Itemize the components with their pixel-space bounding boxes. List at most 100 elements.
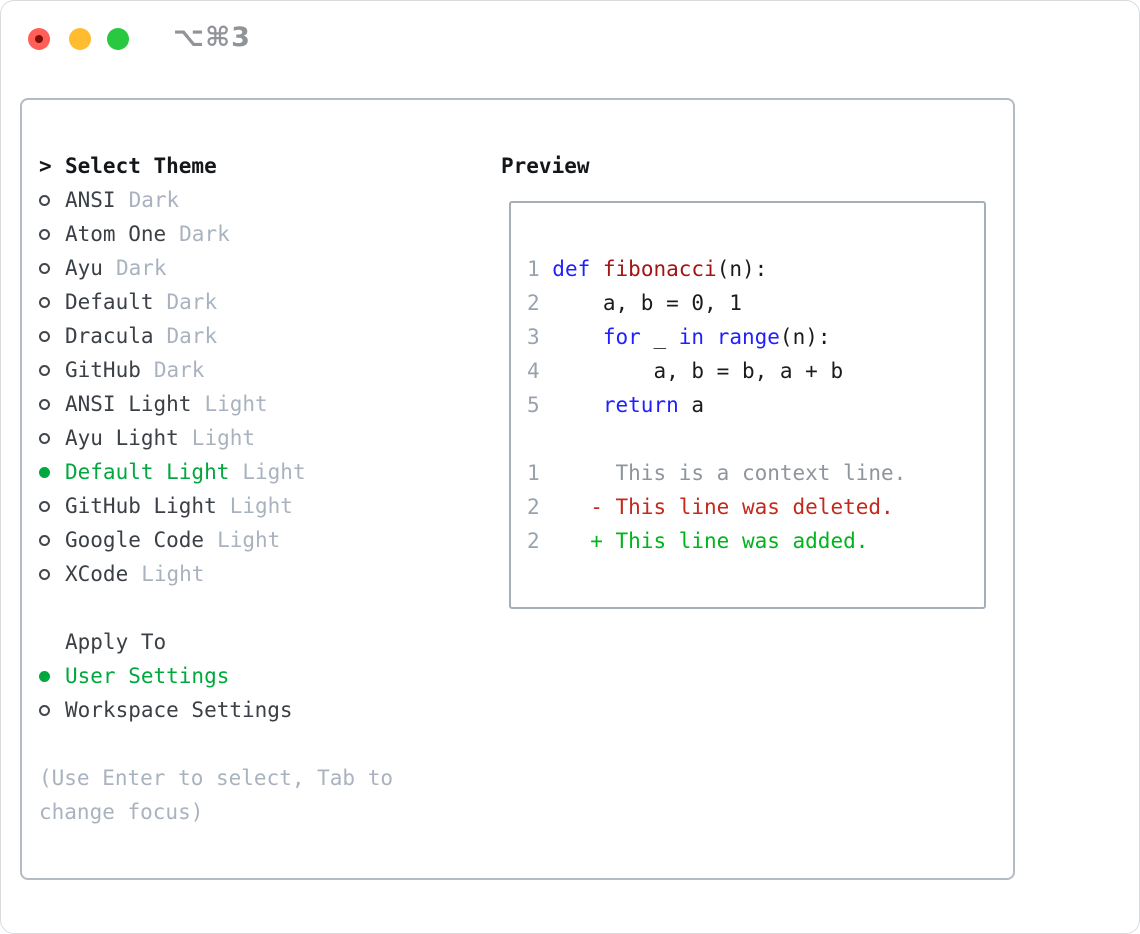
theme-option[interactable]: Default Light Light [39,455,473,489]
apply-to-option[interactable]: Workspace Settings [39,693,473,727]
radio-icon [39,228,50,240]
radio-icon [39,262,50,274]
theme-variant-tag: Dark [179,222,230,246]
theme-variant-tag: Light [141,562,205,586]
code-token: 1 [527,257,553,281]
code-token: - This line was deleted. [539,495,894,519]
theme-option[interactable]: Default Dark [39,285,473,319]
theme-name: Default [65,290,154,314]
theme-name: Atom One [65,222,167,246]
marker-cell [39,228,65,240]
code-token: a, b = 0, 1 [552,291,742,315]
code-line: 1 def fibonacci(n): [527,252,984,286]
zoom-button[interactable] [107,28,129,50]
apply-to-name: User Settings [65,664,230,688]
code-line: 5 return a [527,388,984,422]
theme-list-header: > Select Theme [39,149,473,183]
theme-name: Default Light [65,460,230,484]
theme-name: ANSI Light [65,392,192,416]
selection-arrow-icon: > [39,154,52,178]
theme-selector: > Select Theme ANSI Dark Atom One Dark A… [39,149,473,829]
code-token: 5 [527,393,553,417]
theme-option[interactable]: Ayu Light Light [39,421,473,455]
code-token: _ [640,325,679,349]
radio-icon [39,330,50,342]
theme-variant-tag: Dark [166,290,218,314]
code-token: return [602,393,679,417]
theme-variant-tag: Light [191,426,256,450]
code-token: This is a context line. [539,461,907,485]
theme-variant-tag: Dark [128,188,180,212]
code-token: 2 [527,529,540,553]
code-token [704,325,717,349]
radio-icon [39,364,50,376]
code-line [527,422,984,456]
theme-name: GitHub [65,358,141,382]
minimize-button[interactable] [69,28,91,50]
marker-cell [39,466,65,478]
code-line: 1 This is a context line. [527,456,984,490]
marker-cell [39,398,65,410]
radio-icon [39,194,50,206]
code-token: def [552,257,591,281]
radio-icon [39,296,50,308]
code-token: a [678,393,705,417]
theme-variant-tag: Light [242,460,306,484]
theme-option[interactable]: XCode Light [39,557,473,591]
preview-section: Preview 1 def fibonacci(n):2 a, b = 0, 1… [501,149,986,609]
code-token [590,257,603,281]
code-token: range [716,325,780,349]
radio-icon [39,670,50,682]
theme-list: ANSI Dark Atom One Dark Ayu Dark Default… [39,183,473,591]
apply-to-header: Apply To [39,625,473,659]
theme-option[interactable]: Atom One Dark [39,217,473,251]
marker-cell [39,262,65,274]
marker-cell [39,194,65,206]
radio-icon [39,432,50,444]
unsaved-dot-icon [35,35,43,43]
theme-name: Google Code [65,528,205,552]
hint-text: (Use Enter to select, Tab to change focu… [39,766,394,824]
theme-option[interactable]: Google Code Light [39,523,473,557]
theme-option[interactable]: GitHub Light Light [39,489,473,523]
code-token: fibonacci [602,257,717,281]
radio-icon [39,568,50,580]
radio-icon [39,534,50,546]
code-line: 3 for _ in range(n): [527,320,984,354]
code-token: 4 [527,359,553,383]
code-token [552,393,603,417]
code-token: in [678,325,705,349]
theme-variant-tag: Light [204,392,268,416]
code-token: (n): [779,325,831,349]
marker-cell [39,704,65,716]
code-line: 2 a, b = 0, 1 [527,286,984,320]
code-token: 3 [527,325,553,349]
marker-cell [39,330,65,342]
theme-variant-tag: Light [217,528,281,552]
theme-name: ANSI [65,188,116,212]
radio-icon [39,466,50,478]
main-panel: > Select Theme ANSI Dark Atom One Dark A… [20,98,1015,880]
marker-cell [39,432,65,444]
close-button[interactable] [28,28,50,50]
titlebar: ⌥⌘3 [1,1,1139,77]
radio-icon [39,704,50,716]
code-token: (n): [716,257,768,281]
theme-option[interactable]: Ayu Dark [39,251,473,285]
theme-option[interactable]: ANSI Light Light [39,387,473,421]
apply-to-option[interactable]: User Settings [39,659,473,693]
radio-icon [39,500,50,512]
theme-option[interactable]: GitHub Dark [39,353,473,387]
code-token [552,325,603,349]
spacer [39,591,473,625]
apply-to-name: Workspace Settings [65,698,293,722]
theme-option[interactable]: Dracula Dark [39,319,473,353]
theme-name: Ayu Light [65,426,179,450]
apply-to-list: User Settings Workspace Settings [39,659,473,727]
theme-name: GitHub Light [65,494,217,518]
theme-name: XCode [65,562,129,586]
theme-option[interactable]: ANSI Dark [39,183,473,217]
